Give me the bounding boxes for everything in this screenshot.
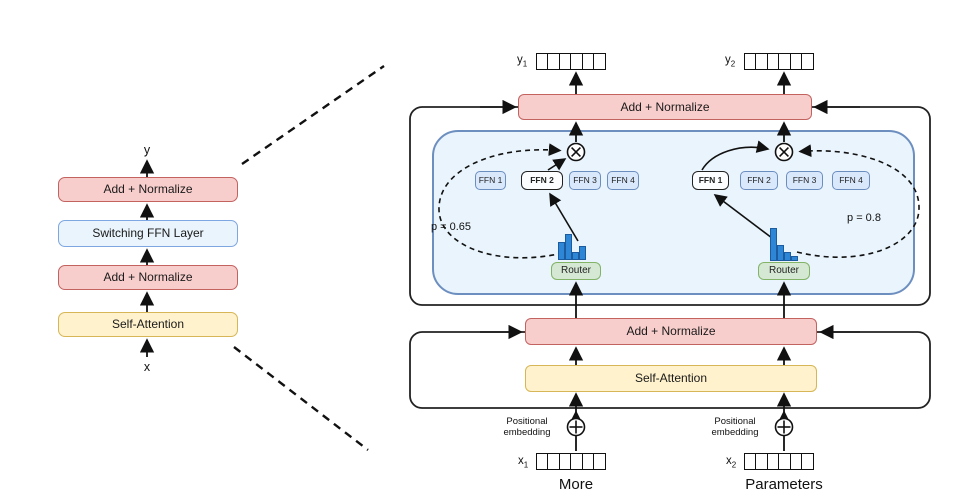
token-cell <box>801 53 815 70</box>
token-cell <box>801 453 815 470</box>
oplus-icon <box>774 417 794 437</box>
histogram-bar <box>784 252 791 261</box>
router-histogram-left <box>558 234 586 260</box>
left-self-attention: Self-Attention <box>58 312 238 337</box>
add-normalize-bottom-bar: Add + Normalize <box>525 318 817 345</box>
ffn-1-left: FFN 1 <box>475 171 506 190</box>
histogram-bar <box>579 246 586 260</box>
ffn-2-right: FFN 2 <box>740 171 778 190</box>
router-histogram-right <box>770 228 798 261</box>
histogram-bar <box>558 242 565 260</box>
router-right: Router <box>758 262 810 280</box>
token-cell <box>593 53 607 70</box>
histogram-bar <box>791 256 798 261</box>
left-add-normalize-top: Add + Normalize <box>58 177 238 202</box>
histogram-bar <box>565 234 572 260</box>
router-left: Router <box>551 262 601 280</box>
ffn-3-left: FFN 3 <box>569 171 601 190</box>
ffn-2-left-selected: FFN 2 <box>521 171 563 190</box>
histogram-bar <box>777 245 784 261</box>
left-add-normalize-bottom: Add + Normalize <box>58 265 238 290</box>
output-token-y2 <box>744 53 815 70</box>
token-cell <box>593 453 607 470</box>
histogram-bar <box>572 252 579 260</box>
token-label-x1: x1 <box>518 455 529 470</box>
left-output-label: y <box>143 143 151 157</box>
caption-more: More <box>558 476 594 493</box>
caption-parameters: Parameters <box>745 476 823 493</box>
ffn-4-right: FFN 4 <box>832 171 870 190</box>
histogram-bar <box>770 228 777 261</box>
positional-embedding-label-right: Positional embedding <box>711 416 759 438</box>
self-attention-bar: Self-Attention <box>525 365 817 392</box>
left-switching-ffn-layer: Switching FFN Layer <box>58 220 238 247</box>
ffn-4-left: FFN 4 <box>607 171 639 190</box>
probability-label-left: p = 0.65 <box>430 221 472 233</box>
add-normalize-top-bar: Add + Normalize <box>518 94 812 120</box>
token-label-x2: x2 <box>726 455 737 470</box>
ffn-3-right: FFN 3 <box>786 171 823 190</box>
input-token-x2 <box>744 453 815 470</box>
oplus-icon <box>566 417 586 437</box>
token-label-y2: y2 <box>725 54 736 69</box>
probability-label-right: p = 0.8 <box>847 212 881 224</box>
zoom-connector-dashes <box>233 65 385 451</box>
left-input-label: x <box>143 360 151 374</box>
input-token-x1 <box>536 453 607 470</box>
output-token-y1 <box>536 53 607 70</box>
positional-embedding-label-left: Positional embedding <box>503 416 551 438</box>
token-label-y1: y1 <box>517 54 528 69</box>
ffn-1-right-selected: FFN 1 <box>692 171 729 190</box>
